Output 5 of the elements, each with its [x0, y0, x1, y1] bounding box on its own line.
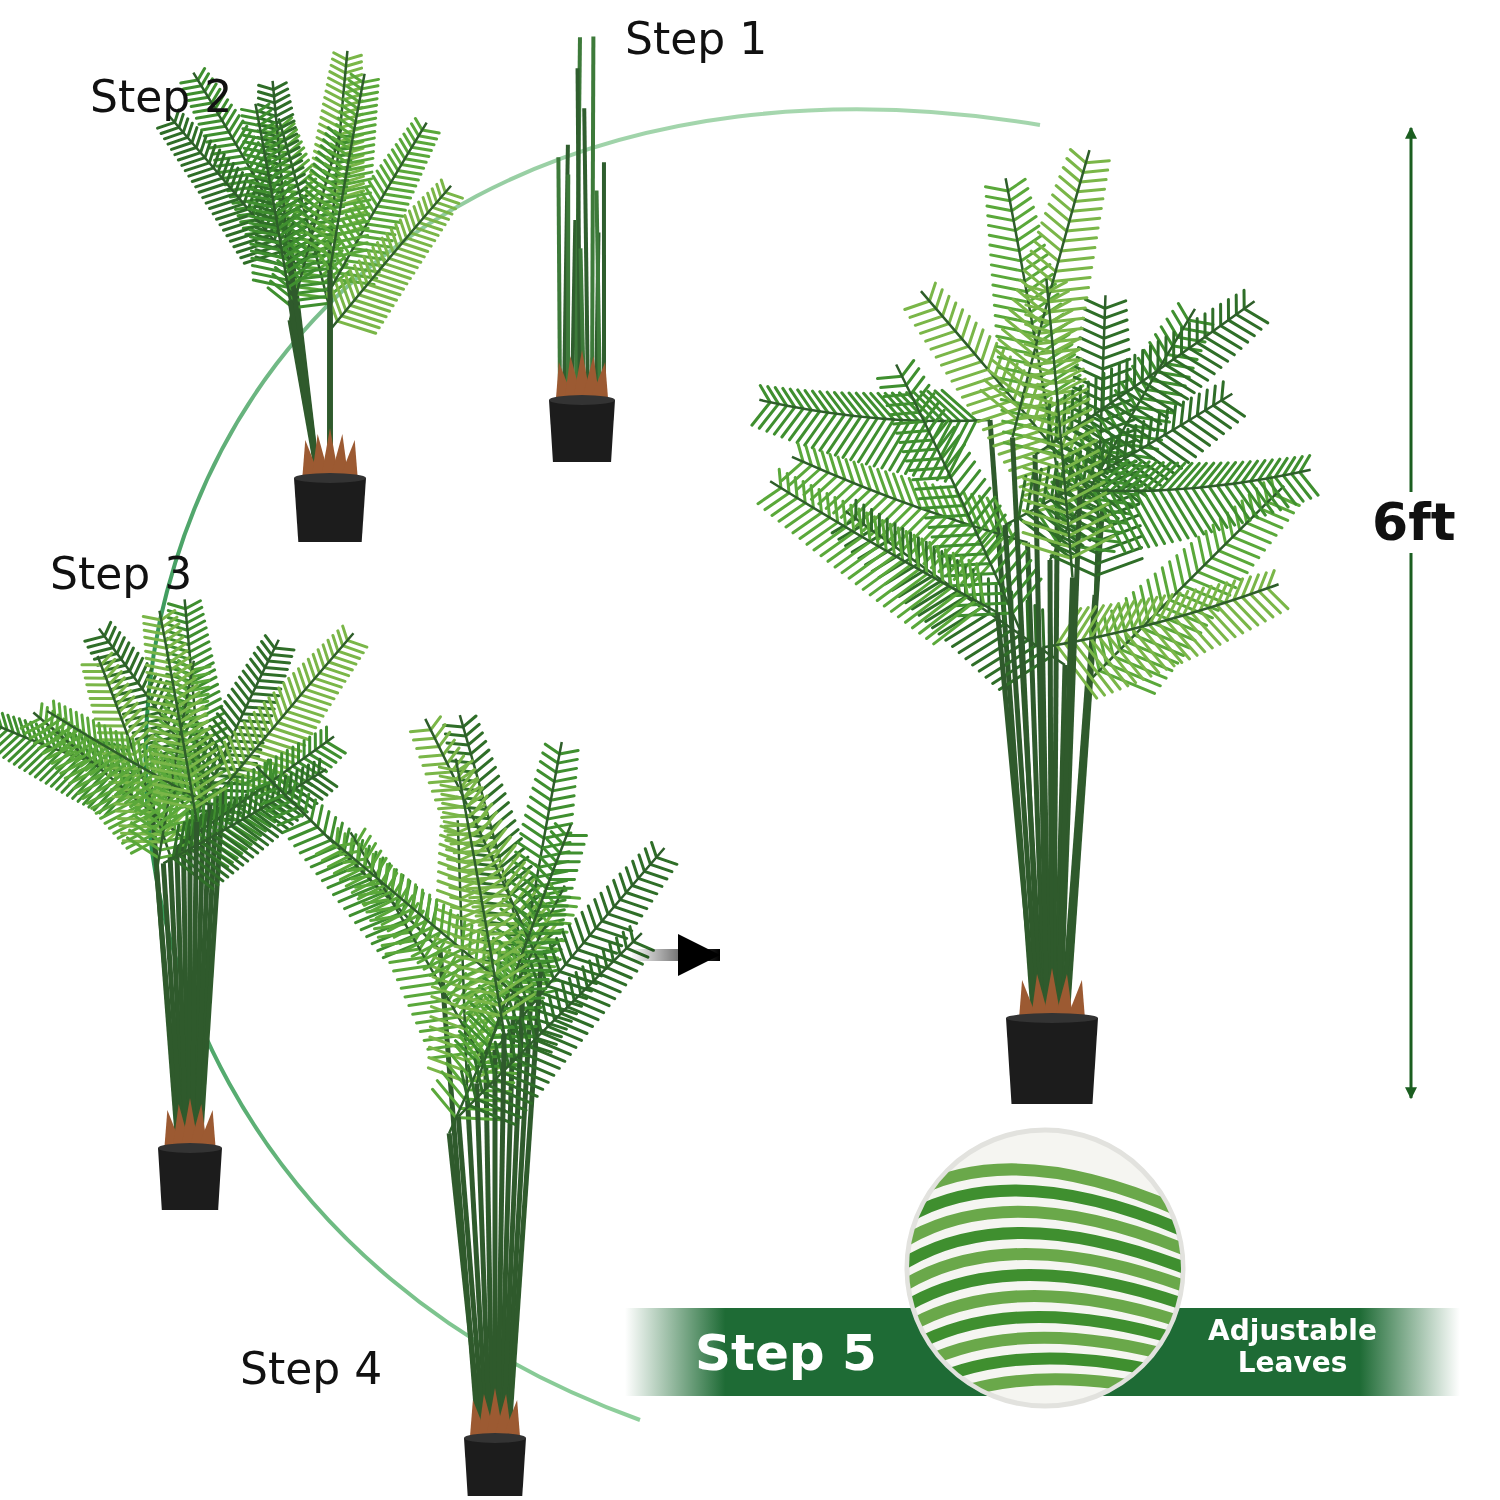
arrow [632, 934, 720, 976]
step-label: Step 1 [625, 15, 768, 64]
step-label: Step 5 [695, 1325, 877, 1383]
step-label: Step 4 [240, 1345, 383, 1394]
banner-caption: Adjustable Leaves [1207, 1315, 1378, 1380]
